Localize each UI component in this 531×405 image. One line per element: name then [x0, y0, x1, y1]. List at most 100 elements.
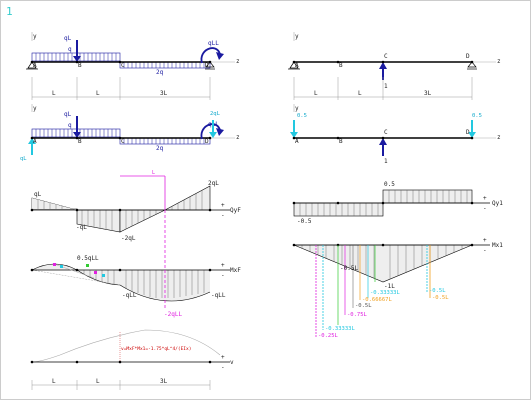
right-shear-axis-label: Qy1: [492, 200, 503, 207]
right-moment-label-4: -0.66667L: [362, 297, 392, 303]
left-moment-plus: +: [221, 262, 225, 269]
right-beam1-node-b: B: [339, 62, 343, 69]
left-beam1-label-q: q: [68, 46, 72, 53]
right-moment-label-8: -0.5L: [432, 295, 449, 301]
left-beam2-moment-arrow-icon: [200, 123, 224, 140]
left-beam2-reaction-right-arrow-icon: [209, 120, 217, 138]
right-beam-1: y z 1 A B C D: [288, 32, 501, 90]
right-beam1-pin-support-icon: [288, 61, 300, 70]
right-moment-min: -1L: [384, 283, 395, 290]
left-beam1-label-2q: 2q: [156, 69, 164, 76]
right-beam2-node-c: C: [384, 129, 388, 136]
right-moment-diagram: -1L -0.5L -0.25L -0.33333L -0.5L -0.6666…: [292, 237, 503, 339]
left-beam2-node-d: D: [205, 138, 209, 145]
right-beam-2: y z 0.5 0.5 1 A B C D: [290, 104, 501, 165]
left-bottom-dim-3: 3L: [160, 378, 168, 385]
left-moment-minus-qll-right: -qLL: [211, 292, 226, 299]
right-moment-label-5: -0.75L: [347, 312, 368, 318]
right-beam2-reaction-right-arrow-icon: [468, 120, 476, 138]
left-beam2-node-b: B: [78, 138, 82, 145]
left-beam2-distributed-load-2q: [119, 137, 211, 145]
left-beam2-label-2q: 2q: [156, 145, 164, 152]
left-beam2-reaction-ql: qL: [20, 156, 27, 162]
left-deflection-diagram: v=MxF*Mx1=-1.75*qL^4/(EIx) + - v: [30, 329, 234, 371]
left-beam1-moment-arrow-icon: [200, 47, 224, 64]
right-beam2-node-b: B: [339, 138, 343, 145]
left-beam1-axis-y: y: [33, 33, 37, 40]
right-beam1-axis-y: y: [295, 33, 299, 40]
left-moment-diagram: 0.5qLL -qLL -2qLL -qLL + - MxF: [30, 210, 241, 318]
right-beam1-node-c: C: [384, 53, 388, 60]
left-beam-2: y z q: [20, 104, 240, 162]
right-beam2-axis-y: y: [295, 105, 299, 112]
left-beam1-node-b: B: [78, 62, 82, 69]
left-moment-axis-label: MxF: [230, 267, 241, 274]
left-moment-minus-2qll: -2qLL: [164, 311, 182, 318]
left-beam2-label-q: q: [68, 122, 72, 129]
left-dim-1: L: [52, 90, 56, 97]
left-moment-minus-qll-mid: -qLL: [122, 292, 137, 299]
right-beam2-node-d: D: [466, 129, 470, 136]
left-beam1-roller-support-icon: [205, 61, 215, 70]
right-shear-pos-value: 0.5: [384, 181, 395, 188]
right-moment-05l-value: -0.5L: [340, 265, 358, 272]
left-beam1-node-a: A: [33, 62, 37, 69]
left-beam1-point-load-icon: [73, 40, 81, 62]
right-dim-3: 3L: [424, 90, 432, 97]
right-beam1-node-a: A: [295, 62, 299, 69]
left-dimension-line: L L 3L: [31, 77, 211, 100]
left-shear-ql: qL: [34, 191, 42, 198]
left-shear-minus-2ql: -2qL: [121, 235, 136, 242]
right-shear-plus: +: [483, 195, 487, 202]
left-beam2-node-a: A: [33, 138, 37, 145]
left-deflection-plus: +: [221, 354, 225, 361]
left-beam1-distributed-load-2q: [119, 61, 211, 69]
right-beam1-axis-z: z: [497, 58, 501, 65]
right-beam2-reaction-right: 0.5: [472, 113, 482, 119]
left-shear-diagram: L qL -qL -2qL 2qL + - QyF: [30, 170, 241, 242]
left-beam1-pin-support-icon: [26, 61, 38, 70]
left-beam1-label-moment: qLL: [208, 40, 219, 47]
right-dimension-line: L L 3L: [293, 77, 473, 100]
right-beam2-axis-z: z: [497, 134, 501, 141]
right-beam1-roller-support-icon: [467, 61, 477, 70]
left-beam1-node-d: D: [205, 62, 209, 69]
right-shear-minus: -: [483, 205, 487, 212]
left-dim-3: 3L: [160, 90, 168, 97]
left-bottom-dim-1: L: [52, 378, 56, 385]
left-beam2-reaction-arrow-icon: [28, 138, 36, 155]
left-beam-1: y z q: [26, 32, 240, 76]
left-beam2-axis-y: y: [33, 105, 37, 112]
right-moment-label-6: -0.33333L: [370, 290, 400, 296]
right-beam1-node-d: D: [466, 53, 470, 60]
left-shear-minus-ql: -qL: [76, 224, 87, 231]
right-moment-label-7: -0.5L: [429, 288, 446, 294]
right-moment-axis-label: Mx1: [492, 242, 503, 249]
right-beam1-load-1: 1: [384, 83, 388, 90]
left-deflection-formula: v=MxF*Mx1=-1.75*qL^4/(EIx): [121, 346, 191, 352]
left-bottom-dimension-line: L L 3L: [31, 378, 211, 390]
right-shear-diagram: 0.5 -0.5 + - Qy1: [292, 181, 503, 225]
left-dim-2: L: [96, 90, 100, 97]
left-shear-marker-l: L: [152, 170, 155, 176]
right-dim-2: L: [358, 90, 362, 97]
left-shear-2ql: 2qL: [208, 180, 219, 187]
right-beam2-point-load-icon: [379, 138, 387, 156]
right-beam2-node-a: A: [295, 138, 299, 145]
left-shear-plus: +: [221, 202, 225, 209]
right-moment-label-3: -0.5L: [355, 303, 372, 309]
left-beam1-distributed-load-q: [31, 52, 121, 62]
right-dim-1: L: [314, 90, 318, 97]
left-bottom-dim-2: L: [96, 378, 100, 385]
right-moment-label-1: -0.25L: [318, 333, 339, 339]
page-number: 1: [6, 5, 13, 18]
left-beam1-node-c: C: [121, 62, 125, 69]
right-beam2-reaction-left-arrow-icon: [290, 120, 298, 138]
right-moment-plus: +: [483, 237, 487, 244]
left-deflection-axis-label: v: [230, 359, 234, 366]
right-moment-label-2: -0.33333L: [325, 326, 355, 332]
left-beam2-point-load-icon: [73, 116, 81, 138]
right-shear-neg-value: -0.5: [297, 218, 312, 225]
left-beam1-axis-z: z: [236, 58, 240, 65]
